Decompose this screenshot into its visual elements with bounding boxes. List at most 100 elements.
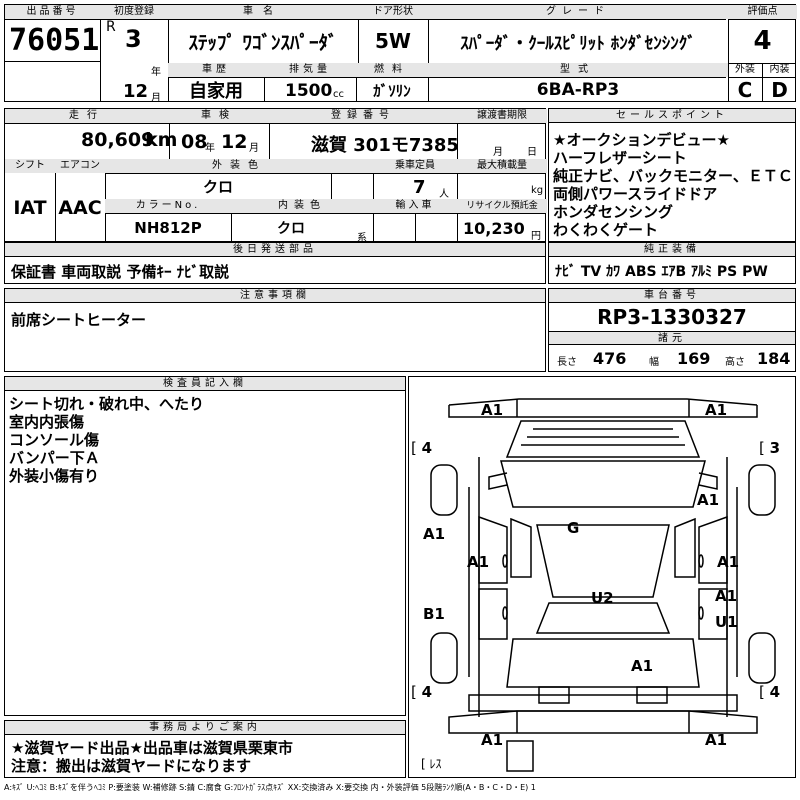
chassis-number: RP3-1330327 xyxy=(597,305,747,329)
inspector-line: 室内内張傷 xyxy=(9,413,85,431)
max-load-unit: kg xyxy=(531,185,544,196)
max-load-label: 最大積載量 xyxy=(457,159,547,173)
sales-point-item: ホンダセンシング xyxy=(553,203,674,221)
sales-point-item: 純正ナビ、バックモニター、ＥＴＣ xyxy=(553,167,793,185)
tire-front-left: [ 4 xyxy=(411,439,433,457)
int-color: クロ xyxy=(277,221,305,237)
mark-side-left-lower: B1 xyxy=(423,605,445,623)
int-grade: D xyxy=(771,78,788,102)
notes-block: 注意事項欄 前席シートヒーター xyxy=(4,288,546,372)
mark-fender-right: A1 xyxy=(697,491,720,509)
height-label: 高さ xyxy=(725,357,745,368)
shift: IAT xyxy=(13,197,47,219)
sales-point-item: ハーフレザーシート xyxy=(553,149,687,167)
reg-month: 12 xyxy=(123,81,149,102)
month-unit: 月 xyxy=(151,93,161,104)
chassis-label: 車台番号 xyxy=(549,289,795,303)
score: 4 xyxy=(753,26,772,56)
door-type: 5W xyxy=(375,29,411,53)
displacement-unit: cc xyxy=(333,89,344,100)
inspector-block: 検査員記入欄 シート切れ・破れ中、へたり 室内内張傷 コンソール傷 バンパー下Ａ… xyxy=(4,376,406,716)
later-parts-block: 後日発送部品 保証書 車両取説 予備ｷｰ ﾅﾋﾞ取説 xyxy=(4,242,546,284)
door-label: ドア形状 xyxy=(358,5,428,19)
insp-month-unit: 月 xyxy=(249,143,259,154)
insp-month: 12 xyxy=(221,131,248,153)
history-label: 車歴 xyxy=(168,63,264,77)
specs-label: 諸元 xyxy=(549,331,795,345)
sales-points-list: ★オークションデビュー★ ハーフレザーシート 純正ナビ、バックモニター、ＥＴＣ … xyxy=(553,131,793,239)
office-label: 事務局よりご案内 xyxy=(5,721,405,735)
inspector-line: コンソール傷 xyxy=(9,431,100,449)
sales-point-item: ★オークションデビュー★ xyxy=(553,131,730,149)
mark-front-bumper-left: A1 xyxy=(481,401,504,419)
car-name: ｽﾃｯﾌﾟ ﾜｺﾞﾝｽﾊﾟｰﾀﾞ xyxy=(188,31,338,54)
transfer-month-unit: 月 xyxy=(493,147,503,158)
int-grade-label: 内装 xyxy=(769,64,790,75)
inspector-line: シート切れ・破れ中、へたり xyxy=(9,395,205,413)
plate-label: 登録番号 xyxy=(269,109,457,123)
reg-year: 3 xyxy=(125,25,142,53)
model-code: 6BA-RP3 xyxy=(536,80,620,100)
mark-quarter-right: A1 xyxy=(631,657,654,675)
recycle-unit: 円 xyxy=(531,231,541,242)
height: 184 xyxy=(757,349,791,368)
history: 自家用 xyxy=(189,81,243,102)
sales-point-item: わくわくゲート xyxy=(553,221,659,239)
mark-side-left-upper: A1 xyxy=(423,525,446,543)
recycle-fee: 10,230 xyxy=(463,219,525,238)
length: 476 xyxy=(593,349,627,368)
first-reg-label: 初度登録 xyxy=(100,5,168,19)
mark-windshield: G xyxy=(567,519,580,537)
inspector-lines: シート切れ・破れ中、へたり 室内内張傷 コンソール傷 バンパー下Ａ 外装小傷有り xyxy=(9,395,204,485)
mark-door-right: A1 xyxy=(717,553,740,571)
mileage-label: 走行 xyxy=(5,109,169,123)
grade: ｽﾊﾟｰﾀﾞ・ｸｰﾙｽﾋﾟﾘｯﾄ ﾎﾝﾀﾞｾﾝｼﾝｸﾞ xyxy=(460,33,696,54)
damage-diagram: [ 4 [ 3 [ 4 [ 4 [ ﾚｽ A1 A1 A1 G A1 A1 A1… xyxy=(408,376,796,778)
insp-year-unit: 年 xyxy=(205,143,215,154)
lot-number: 76051 xyxy=(9,23,100,58)
legend-text: A:ｷｽﾞ U:ﾍｺﾐ B:ｷｽﾞを伴うﾍｺﾐ P:要塗装 W:補修跡 S:錆 … xyxy=(4,783,536,792)
mark-rear-door-right-upper: A1 xyxy=(715,587,738,605)
transfer-label: 譲渡書期限 xyxy=(457,109,547,123)
chassis-block: 車台番号 RP3-1330327 諸元 長さ 476 幅 169 高さ 184 xyxy=(548,288,796,372)
era: R xyxy=(106,19,116,35)
spare-tire: [ ﾚｽ xyxy=(421,757,442,771)
equipment-text: ﾅﾋﾞ TV ｶﾜ ABS ｴｱB ｱﾙﾐ PS PW xyxy=(555,264,768,280)
color-no: NH812P xyxy=(134,219,202,237)
inspector-line: バンパー下Ａ xyxy=(9,449,100,467)
shift-label: シフト xyxy=(5,159,55,173)
tire-front-right: [ 3 xyxy=(759,439,781,457)
car-name-label: 車名 xyxy=(168,5,358,19)
mark-roof: U2 xyxy=(591,589,614,607)
vehicle-info-block: 走行 80,609 km 車検 08 年 12 月 登録番号 滋賀 301モ73… xyxy=(4,108,547,244)
office-lines: ★滋賀ヤード出品★出品車は滋賀県栗東市 注意：搬出は滋賀ヤードになります xyxy=(11,739,293,775)
tire-rear-right: [ 4 xyxy=(759,683,781,701)
mileage-unit: km xyxy=(145,129,178,151)
lot-label: 出品番号 xyxy=(5,5,100,19)
length-label: 長さ xyxy=(557,357,577,368)
inspection-label: 車検 xyxy=(169,109,269,123)
width: 169 xyxy=(677,349,711,368)
equipment-block: 純正装備 ﾅﾋﾞ TV ｶﾜ ABS ｴｱB ｱﾙﾐ PS PW xyxy=(548,242,796,284)
transfer-day-unit: 日 xyxy=(527,147,537,158)
tire-rear-left: [ 4 xyxy=(411,683,433,701)
fuel: ｶﾞｿﾘﾝ xyxy=(373,81,411,100)
capacity: 7 xyxy=(413,177,426,198)
header-block: 出品番号 76051 初度登録 R 3 年 12 月 車名 ｽﾃｯﾌﾟ ﾜｺﾞﾝ… xyxy=(4,4,797,104)
mileage: 80,609 xyxy=(81,129,155,151)
grade-label: グレード xyxy=(428,5,728,19)
office-line: 注意：搬出は滋賀ヤードになります xyxy=(11,757,252,775)
inspector-line: 外装小傷有り xyxy=(9,467,100,485)
later-parts-text: 保証書 車両取説 予備ｷｰ ﾅﾋﾞ取説 xyxy=(11,263,230,281)
capacity-unit: 人 xyxy=(439,189,449,200)
office-line: ★滋賀ヤード出品★出品車は滋賀県栗東市 xyxy=(11,739,293,757)
mark-rear-bumper-left: A1 xyxy=(481,731,504,749)
equipment-label: 純正装備 xyxy=(549,243,795,257)
year-unit: 年 xyxy=(151,67,161,78)
insp-year: 08 xyxy=(181,131,208,153)
model-label: 型式 xyxy=(428,63,728,77)
ext-grade: C xyxy=(737,78,753,102)
mark-door-left: A1 xyxy=(467,553,490,571)
capacity-label: 乗車定員 xyxy=(373,159,457,173)
sales-points-block: セールスポイント ★オークションデビュー★ ハーフレザーシート 純正ナビ、バック… xyxy=(548,108,796,242)
